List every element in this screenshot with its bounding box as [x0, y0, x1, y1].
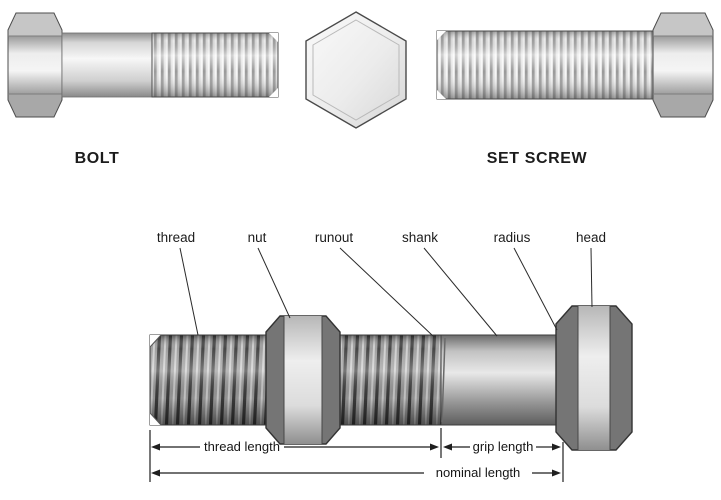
callout-runout: runout [315, 230, 354, 245]
diagram-head-center-facet [578, 306, 610, 450]
arrow-right-icon [430, 443, 439, 451]
bolt-plain-shank [61, 32, 153, 98]
labeled-bolt-diagram: thread nut runout shank radius head thre… [149, 230, 633, 482]
diagram-nut-center-facet [284, 316, 322, 444]
bolt-head-mid-facet [8, 36, 62, 94]
bolt-head-outline [7, 12, 63, 118]
hexagon-chamfer-line [312, 19, 400, 121]
set-screw-head-outline [652, 12, 714, 118]
bolt-illustration [7, 12, 279, 118]
set-screw-head-mid-facet [653, 36, 713, 94]
dim-thread-length: thread length [151, 439, 439, 454]
hexagon-outer [305, 11, 407, 129]
diagram-tip-chamfer-edge [149, 412, 162, 426]
leader-radius [513, 247, 558, 331]
callout-nut: nut [248, 230, 267, 245]
dim-label-nominal-length: nominal length [436, 465, 521, 480]
arrow-right-icon [552, 443, 561, 451]
dim-label-thread-length: thread length [204, 439, 280, 454]
dim-label-grip-length: grip length [473, 439, 534, 454]
set-screw-tip-chamfer [437, 90, 446, 99]
set-screw-illustration [436, 12, 714, 118]
arrow-left-icon [151, 469, 160, 477]
dim-nominal-length: nominal length [151, 465, 561, 480]
arrow-right-icon [552, 469, 561, 477]
set-screw-caption: SET SCREW [487, 150, 588, 167]
diagram-tip-chamfer-edge [149, 334, 162, 348]
callout-head: head [576, 230, 606, 245]
bolt-thread-outline [151, 32, 279, 98]
bolt-head-top-facet [8, 13, 62, 36]
leader-lines [179, 247, 593, 337]
set-screw-tip-chamfer [437, 31, 446, 40]
callout-radius: radius [494, 230, 531, 245]
arrow-left-icon [151, 443, 160, 451]
bolt-caption: BOLT [75, 150, 120, 167]
callout-thread: thread [157, 230, 195, 245]
diagram-runout-line [441, 337, 446, 423]
bolt-head-bottom-facet [8, 94, 62, 117]
leader-nut [257, 247, 291, 319]
diagram-shank [440, 334, 559, 426]
hex-head-top-view [305, 11, 407, 129]
callout-shank: shank [402, 230, 438, 245]
set-screw-thread-shading [437, 31, 653, 99]
set-screw-head-bottom-facet [653, 94, 713, 117]
arrow-left-icon [443, 443, 452, 451]
bolt-tip-chamfer [269, 33, 278, 42]
leader-runout [339, 247, 434, 337]
bolt-tip-chamfer [269, 88, 278, 97]
leader-shank [423, 247, 498, 337]
leader-thread [179, 247, 199, 336]
set-screw-head-top-facet [653, 13, 713, 36]
bolt-thread-shading [152, 33, 278, 97]
dim-grip-length: grip length [443, 439, 561, 454]
leader-head [590, 247, 593, 308]
